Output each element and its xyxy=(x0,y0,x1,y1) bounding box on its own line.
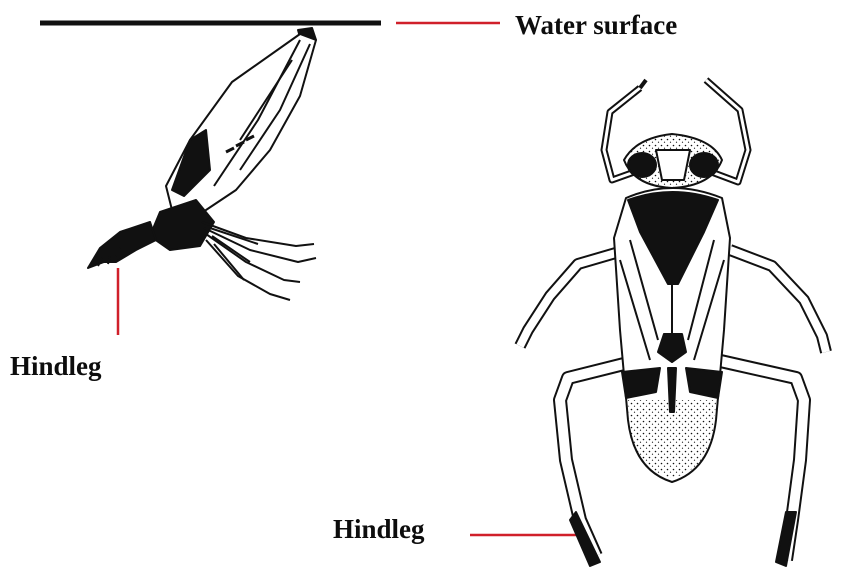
hindleg-side-label: Hindleg xyxy=(10,353,102,380)
hindleg-top-label: Hindleg xyxy=(333,516,425,543)
top-view-insect xyxy=(520,80,826,566)
side-view-insect xyxy=(88,28,316,300)
water-surface-label: Water surface xyxy=(515,12,677,39)
